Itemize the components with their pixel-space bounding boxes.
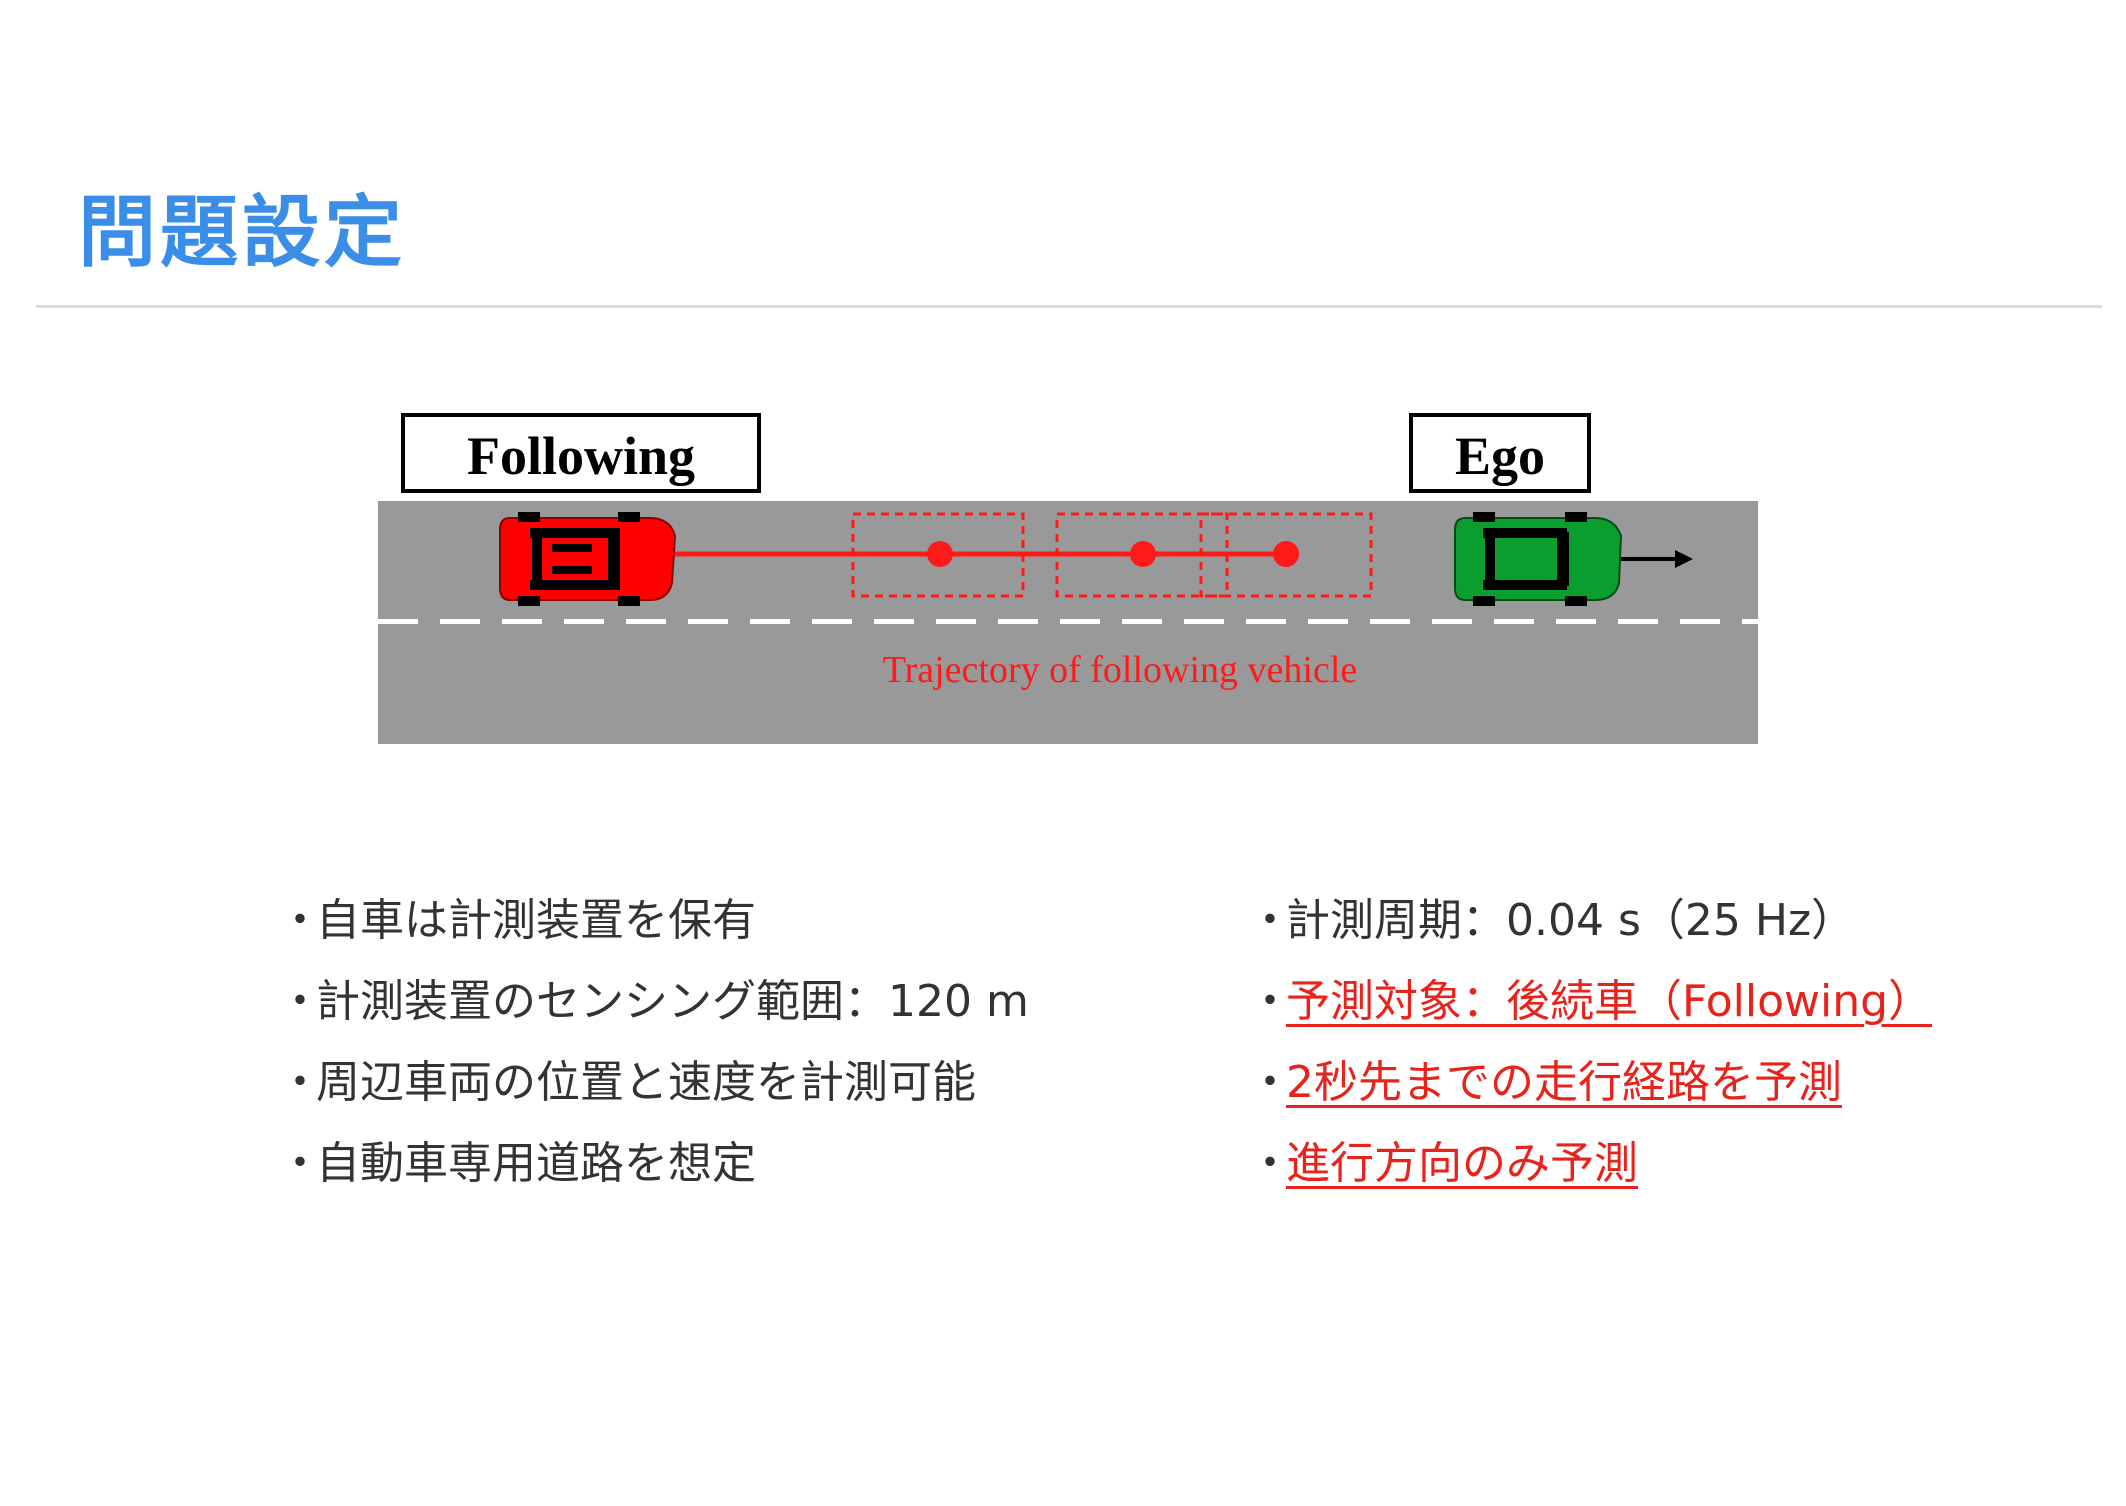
predicted-box-3 xyxy=(1199,512,1373,598)
lane-dash xyxy=(998,619,1038,624)
bullet-marker: ・ xyxy=(1248,976,1292,1027)
right-bullet-text: 計測周期：0.04 s（25 Hz） xyxy=(1286,895,1856,946)
right-bullet-text-highlighted: 2秒先までの走行経路を予測 xyxy=(1286,1057,1842,1108)
title-divider xyxy=(36,305,2102,308)
trajectory-point-2 xyxy=(1130,541,1156,567)
lane-dash xyxy=(564,619,604,624)
lane-dash xyxy=(874,619,914,624)
trajectory-label: Trajectory of following vehicle xyxy=(883,649,1358,691)
trajectory-point-1 xyxy=(927,541,953,567)
page-title: 問題設定 xyxy=(78,188,407,278)
right-bullet-item: ・ 2秒先までの走行経路を予測 xyxy=(1248,1042,2108,1123)
lane-dash xyxy=(626,619,666,624)
lane-dash xyxy=(1742,619,1770,624)
bullet-marker: ・ xyxy=(1248,1138,1292,1189)
ego-car xyxy=(1454,512,1623,606)
trajectory-point-3 xyxy=(1273,541,1299,567)
left-bullet-item: ・ 自動車専用道路を想定 xyxy=(278,1123,1178,1204)
lane-dash xyxy=(812,619,852,624)
lane-markings xyxy=(378,619,1770,624)
lane-dash xyxy=(1618,619,1658,624)
lane-dash xyxy=(1122,619,1162,624)
left-bullet-text: 周辺車両の位置と速度を計測可能 xyxy=(316,1057,976,1108)
ego-label: Ego xyxy=(1455,426,1545,486)
bullet-marker: ・ xyxy=(1248,1057,1292,1108)
lane-dash xyxy=(1556,619,1596,624)
ego-label-box: Ego xyxy=(1409,413,1591,493)
road-diagram: Following Ego xyxy=(375,410,1770,750)
following-label-box: Following xyxy=(401,413,761,493)
lane-dash xyxy=(1680,619,1720,624)
lane-dash xyxy=(1060,619,1100,624)
left-bullet-item: ・ 計測装置のセンシング範囲：120 m xyxy=(278,961,1178,1042)
left-bullet-text: 計測装置のセンシング範囲：120 m xyxy=(316,976,1029,1027)
left-bullet-text: 自車は計測装置を保有 xyxy=(316,895,756,946)
left-bullet-text: 自動車専用道路を想定 xyxy=(316,1138,756,1189)
right-bullet-list: ・ 計測周期：0.04 s（25 Hz） ・ 予測対象：後続車（Followin… xyxy=(1248,880,2108,1204)
bullet-marker: ・ xyxy=(278,1057,322,1108)
left-bullet-item: ・ 自車は計測装置を保有 xyxy=(278,880,1178,961)
lane-dash xyxy=(502,619,542,624)
lane-dash xyxy=(1308,619,1348,624)
predicted-box-1 xyxy=(851,512,1025,598)
right-bullet-item: ・ 予測対象：後続車（Following） xyxy=(1248,961,2108,1042)
bullet-marker: ・ xyxy=(278,895,322,946)
left-bullet-list: ・ 自車は計測装置を保有 ・ 計測装置のセンシング範囲：120 m ・ 周辺車両… xyxy=(278,880,1178,1204)
right-bullet-text-highlighted: 予測対象：後続車（Following） xyxy=(1286,976,1933,1027)
lane-dash xyxy=(1494,619,1534,624)
right-bullet-item: ・ 進行方向のみ予測 xyxy=(1248,1123,2108,1204)
lane-dash xyxy=(1246,619,1286,624)
lane-dash xyxy=(1432,619,1472,624)
lane-dash xyxy=(378,619,418,624)
following-label: Following xyxy=(467,426,695,486)
right-bullet-item: ・ 計測周期：0.04 s（25 Hz） xyxy=(1248,880,2108,961)
lane-dash xyxy=(440,619,480,624)
bullet-marker: ・ xyxy=(1248,895,1292,946)
following-car xyxy=(499,512,677,606)
lane-dash xyxy=(1370,619,1410,624)
lane-dash xyxy=(1184,619,1224,624)
left-bullet-item: ・ 周辺車両の位置と速度を計測可能 xyxy=(278,1042,1178,1123)
bullet-marker: ・ xyxy=(278,1138,322,1189)
bullet-marker: ・ xyxy=(278,976,322,1027)
lane-dash xyxy=(936,619,976,624)
predicted-box-2 xyxy=(1055,512,1229,598)
right-bullet-text-highlighted: 進行方向のみ予測 xyxy=(1286,1138,1638,1189)
direction-arrow-icon xyxy=(1621,550,1693,568)
lane-dash xyxy=(750,619,790,624)
lane-dash xyxy=(688,619,728,624)
